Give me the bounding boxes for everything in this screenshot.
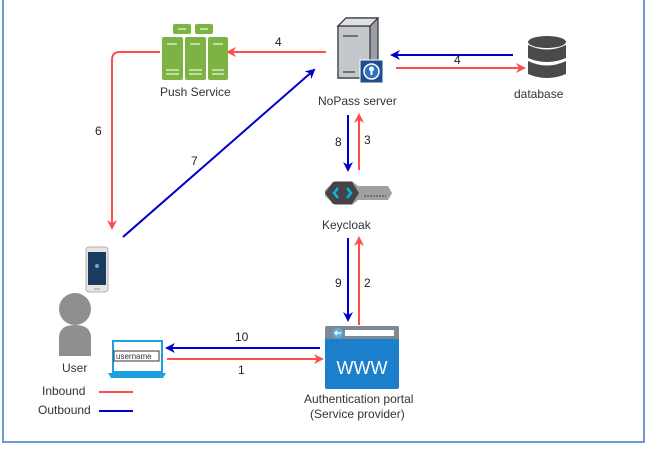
edge-6 [107, 51, 160, 230]
legend: Inbound Outbound [38, 384, 133, 417]
node-laptop[interactable]: username [108, 340, 166, 378]
keycloak-label: Keycloak [322, 218, 372, 232]
node-database[interactable]: database [514, 36, 566, 101]
key-icon [325, 181, 392, 205]
legend-inbound-label: Inbound [42, 384, 85, 398]
edge-7 [122, 68, 316, 238]
edge-label-6: 6 [95, 124, 102, 138]
username-field-text: username [116, 352, 152, 361]
push-service-label: Push Service [160, 85, 231, 99]
edge-label-5: 4 [275, 35, 282, 49]
laptop-icon: username [108, 340, 166, 378]
node-user[interactable]: User [59, 293, 91, 375]
edge-label-4: 4 [454, 53, 461, 67]
auth-portal-label-line1: Authentication portal [304, 392, 413, 406]
edge-label-8: 8 [335, 135, 342, 149]
nopass-server-label: NoPass server [318, 94, 397, 108]
edge-label-3: 3 [364, 133, 371, 147]
database-label: database [514, 87, 564, 101]
diagram-frame [2, 0, 645, 443]
node-phone[interactable] [85, 246, 109, 293]
legend-outbound-label: Outbound [38, 403, 91, 417]
edge-label-2: 2 [364, 276, 371, 290]
server-lock-icon [336, 17, 384, 84]
user-icon [59, 293, 91, 356]
edge-label-9: 9 [335, 276, 342, 290]
node-nopass-server[interactable]: NoPass server [318, 17, 397, 108]
user-label: User [62, 361, 87, 375]
database-icon [528, 36, 566, 78]
node-keycloak[interactable]: Keycloak [322, 181, 392, 232]
edges: 4 6 7 4 8 3 9 2 10 1 [95, 35, 526, 377]
server-rack-icon [162, 24, 228, 80]
edge-label-1: 1 [238, 363, 245, 377]
node-push-service[interactable]: Push Service [160, 24, 231, 99]
edge-label-7: 7 [191, 154, 198, 168]
smartphone-icon [85, 246, 109, 293]
node-auth-portal[interactable]: WWW Authentication portal (Service provi… [304, 326, 413, 421]
edge-label-10: 10 [235, 330, 249, 344]
auth-portal-label-line2: (Service provider) [310, 407, 405, 421]
www-browser-icon: WWW [325, 326, 399, 389]
www-text: WWW [337, 358, 388, 378]
